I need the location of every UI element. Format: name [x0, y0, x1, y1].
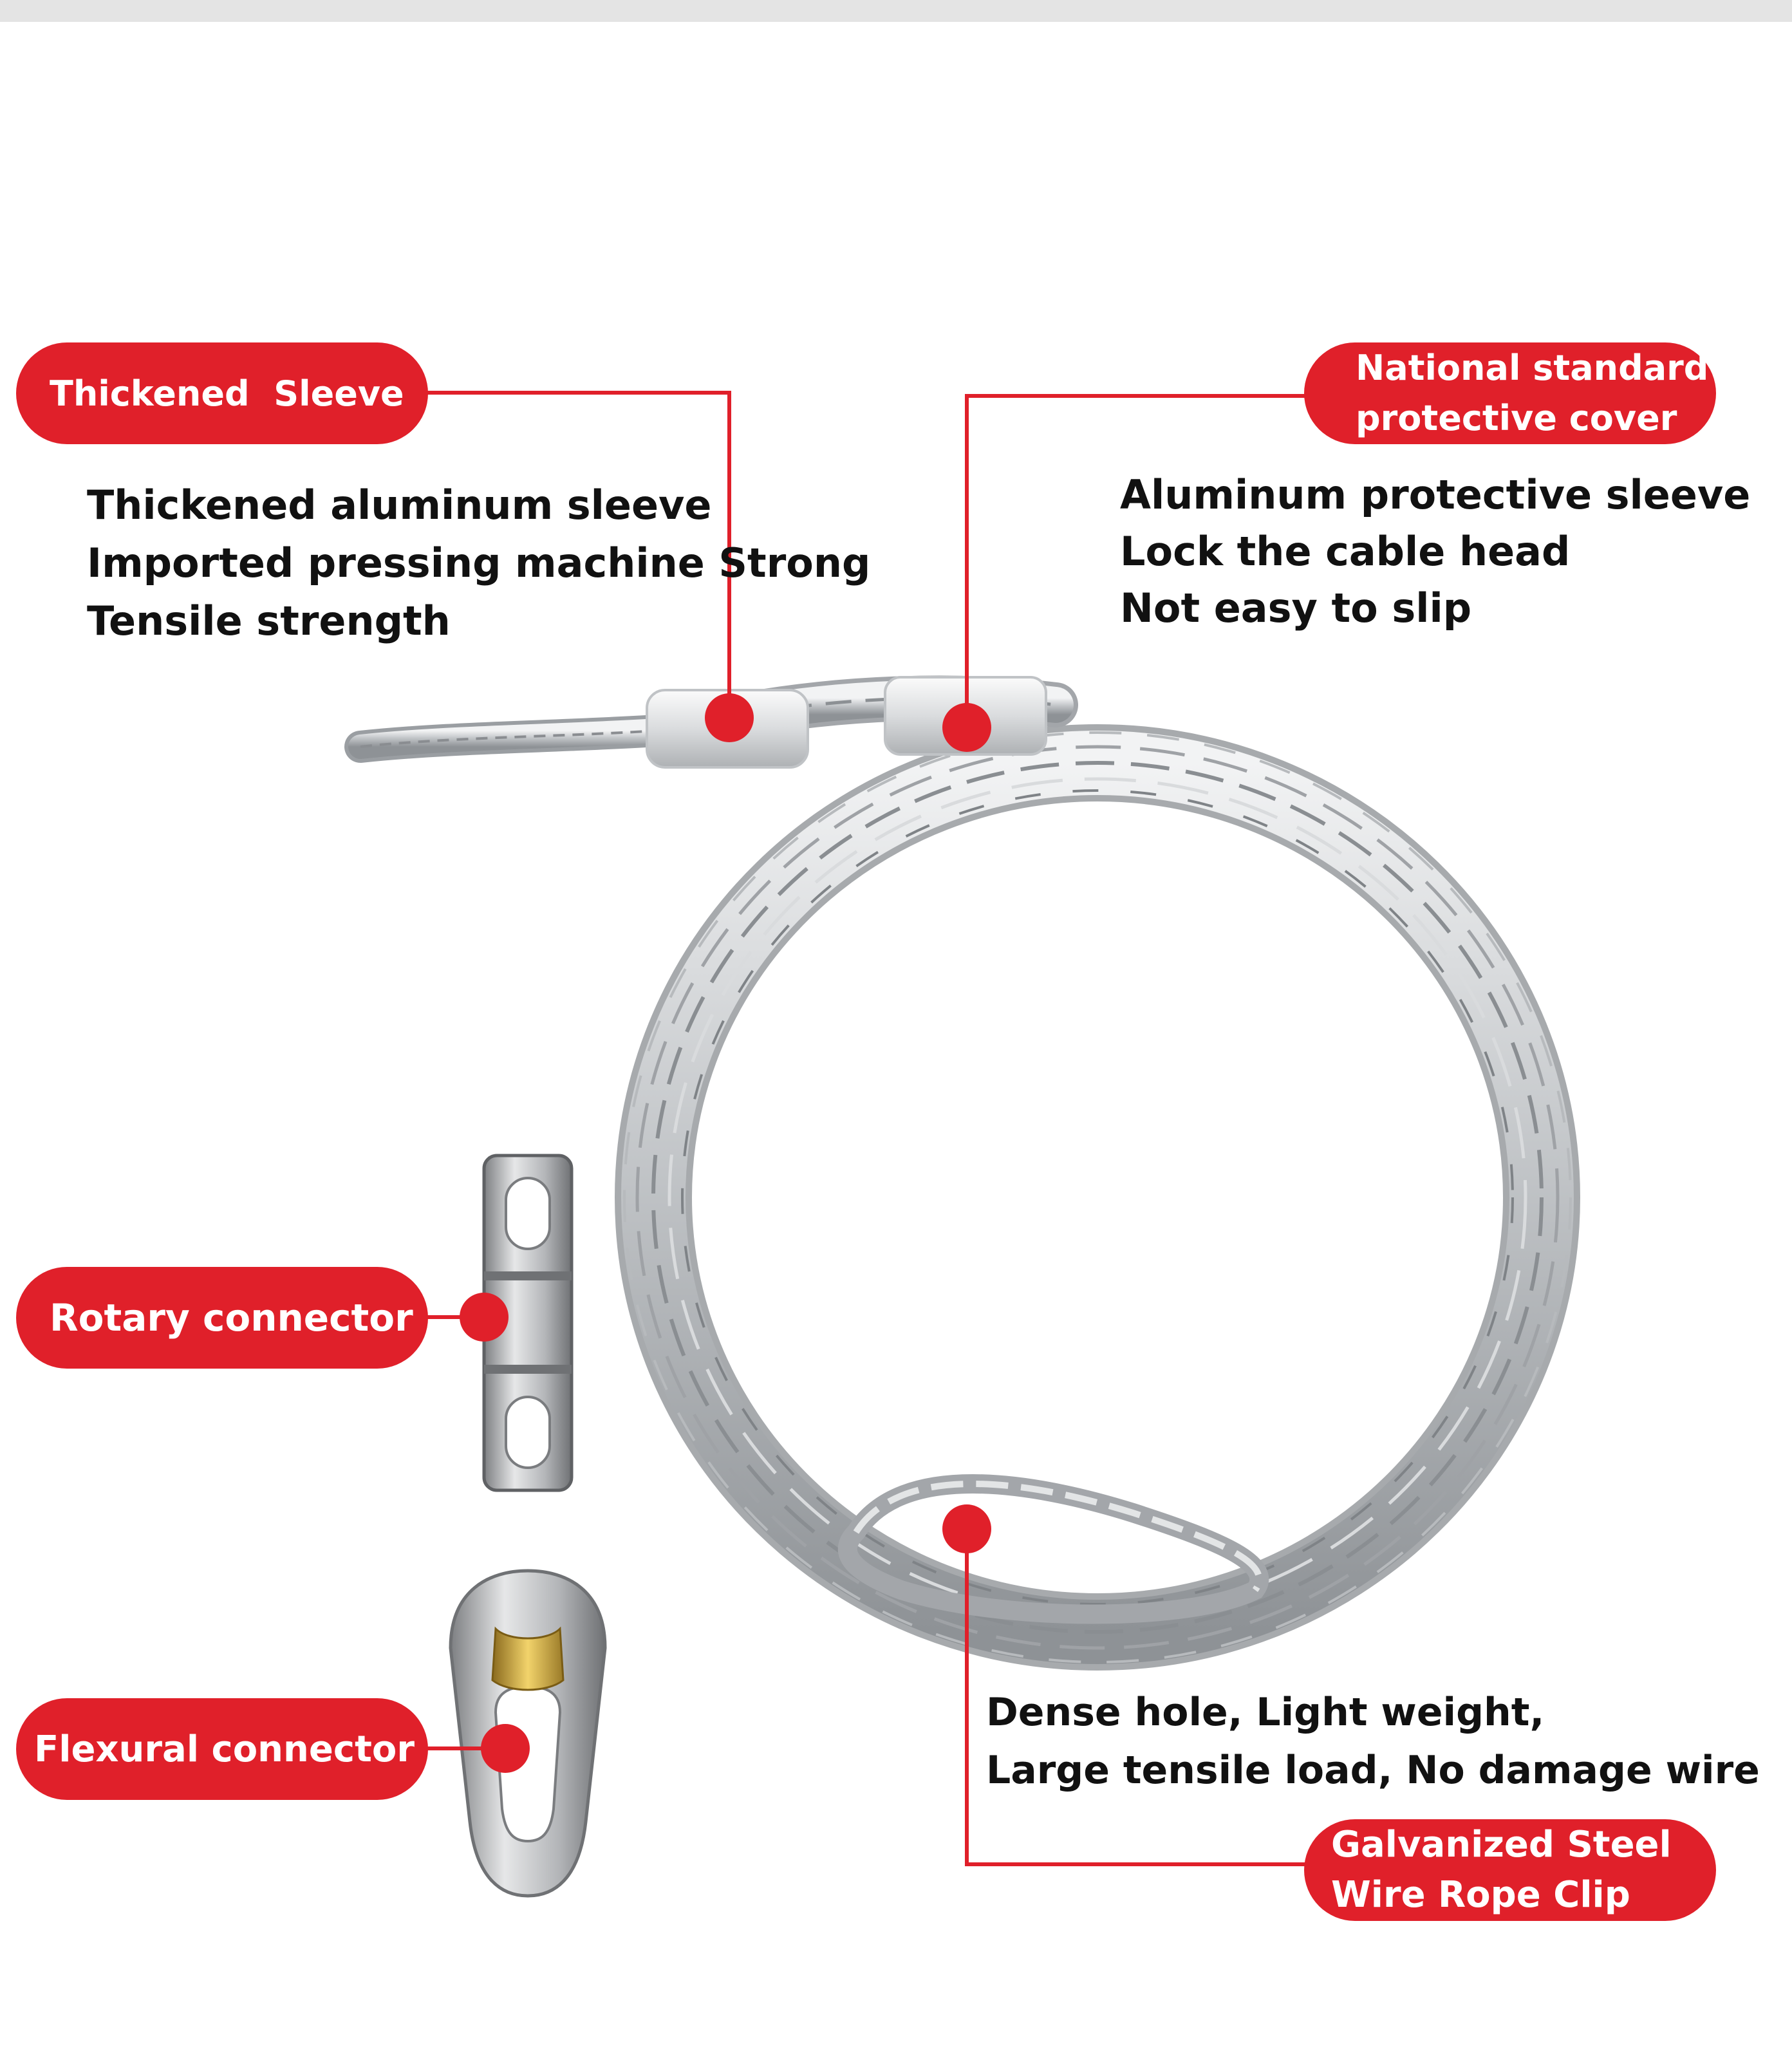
protective-cover-label-line1: National standard — [1356, 347, 1709, 388]
leader-lines — [425, 391, 1307, 1866]
sleeve-description-line: Thickened aluminum sleeve — [87, 482, 712, 529]
rotary-connector-label: Rotary connector — [16, 1267, 428, 1369]
rotary-connector-label-text: Rotary connector — [50, 1296, 413, 1340]
mesh-description-line: Dense hole, Light weight, — [986, 1690, 1545, 1735]
mesh-description: Dense hole, Light weight, Large tensile … — [986, 1683, 1760, 1799]
thickened-sleeve-label-text: Thickened Sleeve — [50, 373, 404, 414]
cover-description-line: Lock the cable head — [1120, 528, 1571, 575]
flexural-connector-label: Flexural connector — [16, 1698, 428, 1800]
flexural-connector-label-text: Flexural connector — [34, 1728, 415, 1770]
top-border-strip — [0, 0, 1792, 22]
mesh-description-line: Large tensile load, No damage wire — [986, 1748, 1760, 1793]
protective-cover-label: National standard protective cover — [1304, 342, 1716, 444]
sleeve-description: Thickened aluminum sleeve Imported press… — [87, 476, 870, 650]
thickened-sleeve-label: Thickened Sleeve — [16, 342, 428, 444]
cover-description-line: Not easy to slip — [1120, 585, 1472, 632]
callout-dots — [460, 693, 991, 1773]
rope-clip-label-line1: Galvanized Steel — [1331, 1823, 1672, 1866]
cover-description-line: Aluminum protective sleeve — [1120, 471, 1751, 518]
flexural-connector-image — [449, 1569, 607, 1898]
cable-grip-coil — [615, 724, 1580, 1671]
cover-description: Aluminum protective sleeve Lock the cabl… — [1120, 467, 1750, 637]
cable-grip-tail — [344, 675, 1078, 769]
rope-clip-label: Galvanized Steel Wire Rope Clip — [1304, 1819, 1716, 1921]
rotary-connector-image — [482, 1154, 574, 1492]
sleeve-description-line: Imported pressing machine Strong — [87, 539, 871, 586]
sleeve-description-line: Tensile strength — [87, 597, 451, 644]
protective-cover-label-line2: protective cover — [1356, 398, 1677, 438]
rope-clip-label-line2: Wire Rope Clip — [1331, 1874, 1630, 1916]
